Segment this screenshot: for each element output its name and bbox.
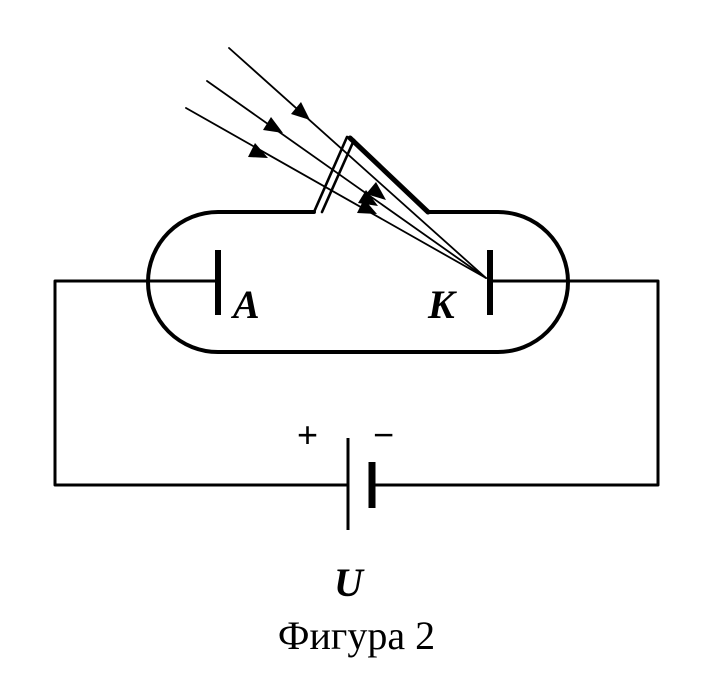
anode-label: A xyxy=(230,282,260,327)
voltage-label: U xyxy=(334,560,365,605)
incoming-light-arrow-icon xyxy=(263,117,283,133)
light-ray-1 xyxy=(228,47,487,279)
incoming-light-arrow-icon xyxy=(248,143,268,158)
light-ray-2 xyxy=(206,80,487,279)
light-rays xyxy=(185,47,487,279)
circuit-wire xyxy=(53,279,660,487)
plus-sign-label: + xyxy=(297,414,318,455)
incoming-light-arrow-icon xyxy=(291,102,310,120)
cathode-label: K xyxy=(427,282,457,327)
vacuum-tube-outline xyxy=(146,210,570,354)
incoming-light-arrow-icon xyxy=(366,182,386,200)
incoming-light-arrow-icon xyxy=(357,199,377,214)
minus-sign-label: − xyxy=(373,414,394,455)
light-ray-3 xyxy=(185,107,487,279)
battery-icon xyxy=(346,438,376,530)
figure-caption: Фигура 2 xyxy=(277,613,436,658)
